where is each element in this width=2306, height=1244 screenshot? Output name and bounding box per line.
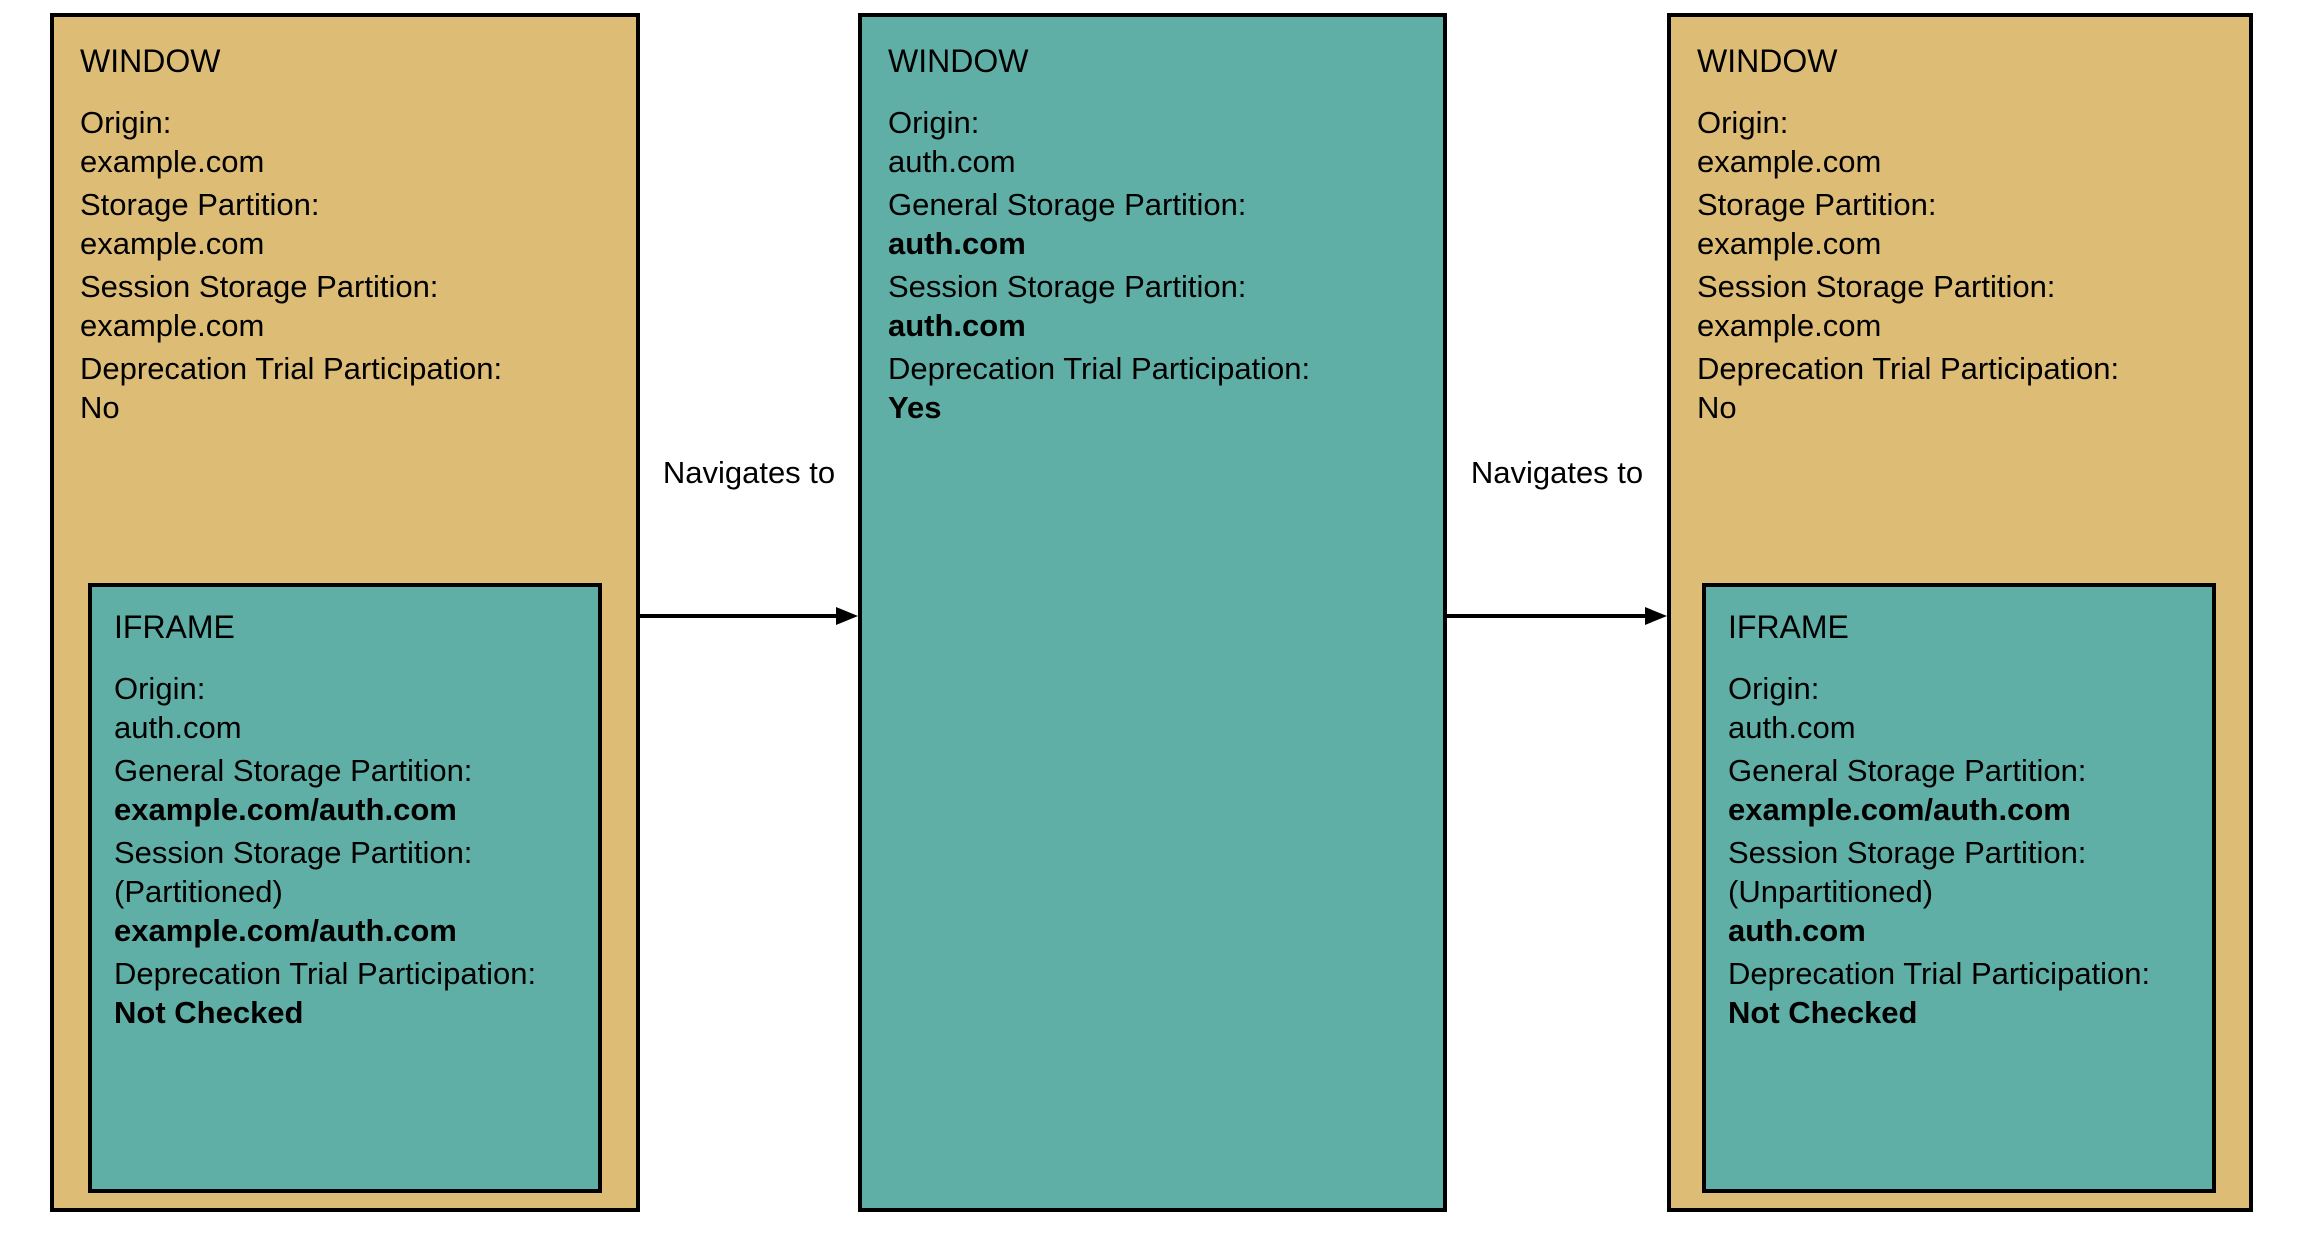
field-value: example.com — [80, 308, 265, 343]
field-sublabel: (Unpartitioned) — [1728, 874, 1934, 909]
iframe-1-field-origin: Origin: auth.com — [114, 669, 242, 747]
arrow-head-icon — [836, 607, 858, 625]
field-label: General Storage Partition: — [1728, 753, 2087, 788]
field-value: example.com — [80, 226, 265, 261]
iframe-1-field-session-storage-partition: Session Storage Partition: (Partitioned)… — [114, 833, 472, 950]
field-value: auth.com — [1728, 710, 1856, 745]
window-3-field-deprecation-trial: Deprecation Trial Participation: No — [1697, 349, 2119, 427]
field-label: General Storage Partition: — [888, 187, 1247, 222]
field-label: Origin: — [888, 105, 980, 140]
window-2-field-deprecation-trial: Deprecation Trial Participation: Yes — [888, 349, 1310, 427]
field-value: example.com — [1697, 144, 1882, 179]
iframe-3-field-session-storage-partition: Session Storage Partition: (Unpartitione… — [1728, 833, 2086, 950]
iframe-1-field-deprecation-trial: Deprecation Trial Participation: Not Che… — [114, 954, 536, 1032]
iframe-panel-1: IFRAME Origin: auth.com General Storage … — [88, 583, 602, 1193]
field-value: auth.com — [1728, 913, 1866, 948]
navigates-to-arrow-1 — [640, 601, 858, 631]
arrow-head-icon — [1645, 607, 1667, 625]
field-value: auth.com — [888, 308, 1026, 343]
field-value: Yes — [888, 390, 942, 425]
window-2-field-general-storage-partition: General Storage Partition: auth.com — [888, 185, 1246, 263]
field-value: No — [80, 390, 120, 425]
field-sublabel: (Partitioned) — [114, 874, 283, 909]
field-label: Session Storage Partition: — [80, 269, 439, 304]
field-value: auth.com — [114, 710, 242, 745]
field-label: Session Storage Partition: — [888, 269, 1247, 304]
window-3-field-storage-partition: Storage Partition: example.com — [1697, 185, 1937, 263]
arrow-shaft — [1447, 614, 1645, 618]
iframe-1-title: IFRAME — [114, 609, 235, 645]
field-label: Session Storage Partition: — [1728, 835, 2087, 870]
field-label: Storage Partition: — [1697, 187, 1937, 222]
window-1-title: WINDOW — [80, 43, 221, 79]
field-label: Session Storage Partition: — [1697, 269, 2056, 304]
field-value: Not Checked — [1728, 995, 1918, 1030]
field-value: No — [1697, 390, 1737, 425]
window-1-field-session-storage-partition: Session Storage Partition: example.com — [80, 267, 438, 345]
field-value: Not Checked — [114, 995, 304, 1030]
field-value: example.com — [1697, 226, 1882, 261]
field-label: Storage Partition: — [80, 187, 320, 222]
field-label: Deprecation Trial Participation: — [1728, 956, 2151, 991]
navigates-to-arrow-2 — [1447, 601, 1667, 631]
field-value: example.com/auth.com — [1728, 792, 2071, 827]
field-label: Origin: — [80, 105, 172, 140]
field-label: Session Storage Partition: — [114, 835, 473, 870]
field-label: Origin: — [1728, 671, 1820, 706]
window-1-field-deprecation-trial: Deprecation Trial Participation: No — [80, 349, 502, 427]
window-3-field-session-storage-partition: Session Storage Partition: example.com — [1697, 267, 2055, 345]
field-value: example.com/auth.com — [114, 792, 457, 827]
field-label: Origin: — [114, 671, 206, 706]
window-1-field-storage-partition: Storage Partition: example.com — [80, 185, 320, 263]
window-2-field-origin: Origin: auth.com — [888, 103, 1016, 181]
iframe-3-field-origin: Origin: auth.com — [1728, 669, 1856, 747]
field-value: auth.com — [888, 226, 1026, 261]
field-value: example.com/auth.com — [114, 913, 457, 948]
field-value: auth.com — [888, 144, 1016, 179]
iframe-3-field-general-storage-partition: General Storage Partition: example.com/a… — [1728, 751, 2086, 829]
field-label: Deprecation Trial Participation: — [1697, 351, 2120, 386]
field-label: Deprecation Trial Participation: — [80, 351, 503, 386]
window-1-field-origin: Origin: example.com — [80, 103, 264, 181]
arrow-1-label: Navigates to — [662, 455, 836, 490]
field-label: Deprecation Trial Participation: — [114, 956, 537, 991]
window-3-field-origin: Origin: example.com — [1697, 103, 1881, 181]
iframe-3-title: IFRAME — [1728, 609, 1849, 645]
iframe-1-field-general-storage-partition: General Storage Partition: example.com/a… — [114, 751, 472, 829]
arrow-2-label: Navigates to — [1470, 455, 1644, 490]
field-label: General Storage Partition: — [114, 753, 473, 788]
window-2-field-session-storage-partition: Session Storage Partition: auth.com — [888, 267, 1246, 345]
iframe-panel-3: IFRAME Origin: auth.com General Storage … — [1702, 583, 2216, 1193]
window-panel-2: WINDOW Origin: auth.com General Storage … — [858, 13, 1447, 1212]
iframe-3-field-deprecation-trial: Deprecation Trial Participation: Not Che… — [1728, 954, 2150, 1032]
window-3-title: WINDOW — [1697, 43, 1838, 79]
window-2-title: WINDOW — [888, 43, 1029, 79]
field-value: example.com — [1697, 308, 1882, 343]
field-label: Deprecation Trial Participation: — [888, 351, 1311, 386]
field-value: example.com — [80, 144, 265, 179]
field-label: Origin: — [1697, 105, 1789, 140]
arrow-shaft — [640, 614, 836, 618]
